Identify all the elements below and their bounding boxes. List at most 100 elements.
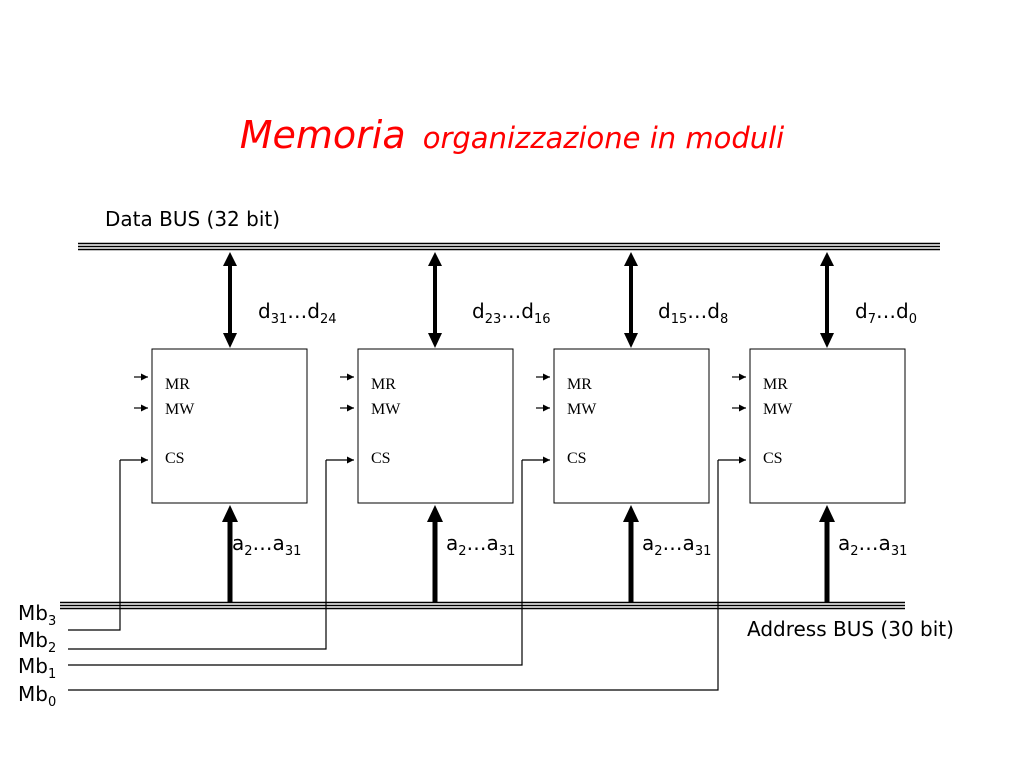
module-box — [553, 348, 710, 504]
address-lines-label-to: 31 — [695, 544, 712, 559]
address-lines-label-to: 31 — [285, 544, 302, 559]
data-bus-arrow — [428, 252, 442, 348]
data-bus-label: Data BUS (32 bit) — [105, 207, 280, 231]
mr-label: MR — [165, 376, 190, 393]
address-lines-label: a2…a31 — [642, 531, 711, 559]
byte-select: Mb3 — [18, 460, 121, 631]
byte-select-label: Mb2 — [18, 628, 56, 656]
address-lines-label: a2…a31 — [446, 531, 515, 559]
module-box — [357, 348, 514, 504]
address-lines-label-from: 2 — [244, 544, 252, 559]
address-lines-label-base2: a — [487, 531, 499, 555]
address-lines-label-base2: a — [273, 531, 285, 555]
address-lines-label-sep: … — [859, 531, 879, 555]
mw-label: MW — [567, 401, 597, 418]
mw-label: MW — [165, 401, 195, 418]
mr-label: MR — [371, 376, 396, 393]
module-box — [151, 348, 308, 504]
mr-label: MR — [763, 376, 788, 393]
address-lines-label-base2: a — [879, 531, 891, 555]
mw-label: MW — [763, 401, 793, 418]
mw-label: MW — [371, 401, 401, 418]
byte-select-base: Mb — [18, 601, 48, 625]
address-lines-label-base: a — [446, 531, 458, 555]
mr-label: MR — [567, 376, 592, 393]
slide-title: Memoria organizzazione in moduli — [240, 113, 785, 157]
byte-select-wire — [68, 460, 719, 691]
cs-label: CS — [567, 450, 587, 467]
address-lines-label-base: a — [642, 531, 654, 555]
data-bus-arrow — [820, 252, 834, 348]
address-bus-arrow — [222, 505, 238, 602]
address-lines-label-sep: … — [467, 531, 487, 555]
data-lines-label: d15…d8 — [658, 299, 728, 327]
data-lines-label: d7…d0 — [855, 299, 917, 327]
byte-select-base: Mb — [18, 682, 48, 706]
byte-select-index: 3 — [48, 614, 56, 629]
byte-select: Mb1 — [18, 460, 523, 682]
data-lines-label-to: 16 — [534, 312, 551, 327]
address-bus-arrow — [819, 505, 835, 602]
byte-select-label: Mb1 — [18, 654, 56, 682]
data-lines-label-sep: … — [876, 299, 896, 323]
byte-select-index: 0 — [48, 695, 56, 710]
address-lines-label-from: 2 — [654, 544, 662, 559]
byte-select-base: Mb — [18, 654, 48, 678]
address-lines-label-sep: … — [663, 531, 683, 555]
address-lines-label-base: a — [838, 531, 850, 555]
module-box — [749, 348, 906, 504]
data-lines-label: d23…d16 — [472, 299, 551, 327]
data-bus-arrow — [223, 252, 237, 348]
cs-label: CS — [165, 450, 185, 467]
byte-select-wire — [68, 460, 523, 666]
data-lines-label-from: 23 — [485, 312, 502, 327]
data-lines-label-base: d — [658, 299, 671, 323]
address-bus-arrow — [623, 505, 639, 602]
data-lines-label: d31…d24 — [258, 299, 337, 327]
byte-select-wire — [68, 460, 327, 650]
data-lines-label-base: d — [258, 299, 271, 323]
address-lines-label-to: 31 — [499, 544, 516, 559]
byte-select-label: Mb0 — [18, 682, 56, 710]
data-lines-label-base: d — [855, 299, 868, 323]
address-lines-label-sep: … — [253, 531, 273, 555]
data-lines-label-from: 31 — [271, 312, 288, 327]
data-lines-label-to: 24 — [320, 312, 337, 327]
address-lines-label-base2: a — [683, 531, 695, 555]
data-lines-label-sep: … — [501, 299, 521, 323]
data-lines-label-base2: d — [896, 299, 909, 323]
data-lines-label-to: 0 — [909, 312, 917, 327]
address-lines-label: a2…a31 — [232, 531, 301, 559]
data-lines-label-base: d — [472, 299, 485, 323]
byte-select-index: 2 — [48, 641, 56, 656]
title-main: Memoria — [240, 113, 406, 157]
address-lines-label-from: 2 — [458, 544, 466, 559]
address-lines-label-base: a — [232, 531, 244, 555]
data-lines-label-sep: … — [687, 299, 707, 323]
data-lines-label-from: 7 — [868, 312, 876, 327]
address-lines-label-from: 2 — [850, 544, 858, 559]
address-bus — [60, 601, 905, 610]
cs-label: CS — [371, 450, 391, 467]
data-lines-label-base2: d — [707, 299, 720, 323]
byte-select: Mb0 — [18, 460, 719, 710]
cs-label: CS — [763, 450, 783, 467]
memory-modules: d31…d24MRMWCSa2…a31d23…d16MRMWCSa2…a31d1… — [120, 252, 917, 602]
data-bus-arrow — [624, 252, 638, 348]
data-lines-label-base2: d — [521, 299, 534, 323]
data-lines-label-to: 8 — [720, 312, 728, 327]
address-lines-label: a2…a31 — [838, 531, 907, 559]
data-lines-label-base2: d — [307, 299, 320, 323]
byte-select-wire — [68, 460, 121, 631]
data-lines-label-from: 15 — [671, 312, 688, 327]
title-sub: organizzazione in moduli — [423, 121, 785, 155]
data-lines-label-sep: … — [287, 299, 307, 323]
address-lines-label-to: 31 — [891, 544, 908, 559]
